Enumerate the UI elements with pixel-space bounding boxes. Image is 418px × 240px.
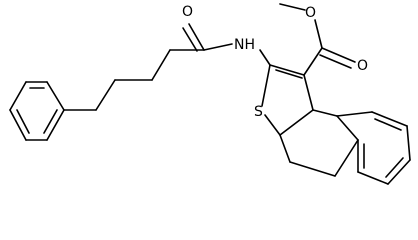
bond-double <box>188 23 205 51</box>
bond-inner <box>43 109 58 134</box>
bond <box>269 64 305 76</box>
structure-canvas: O NH O O S <box>9 3 411 185</box>
bond <box>9 109 27 141</box>
bond <box>303 74 314 111</box>
bond <box>9 81 27 111</box>
bond <box>371 111 408 127</box>
atom-o-ester-ether: O <box>305 5 316 21</box>
bond <box>259 49 271 66</box>
atom-s-thiophene: S <box>254 104 263 120</box>
bond <box>336 111 373 117</box>
bond <box>203 43 233 51</box>
bond-inner <box>275 69 303 79</box>
bond <box>261 64 271 107</box>
bond <box>336 115 359 141</box>
bond <box>312 109 338 117</box>
bond <box>303 47 323 76</box>
bond-inner <box>16 109 30 134</box>
bond <box>357 171 389 185</box>
bond-inner <box>374 118 402 131</box>
bond <box>95 79 116 111</box>
bond <box>387 159 411 185</box>
molecule-diagram: O NH O O S <box>9 3 411 185</box>
bond <box>279 134 291 163</box>
methyl-bond <box>279 3 306 11</box>
atom-o-ester-carbonyl: O <box>357 58 368 74</box>
bond-double <box>321 47 356 63</box>
atom-nh: NH <box>234 37 255 53</box>
bond <box>46 81 65 111</box>
bond <box>406 125 411 161</box>
bond-inner <box>385 157 404 178</box>
bond <box>279 109 314 136</box>
ester-group <box>279 3 356 76</box>
bond <box>334 139 359 177</box>
atom-o-amide: O <box>182 4 193 20</box>
phenyl-ring <box>9 81 65 141</box>
dihydro-bridge <box>279 134 359 177</box>
butanoyl-chain <box>63 23 271 111</box>
bond-double <box>319 54 352 69</box>
bond <box>264 114 281 136</box>
bond <box>46 109 65 141</box>
bond-double <box>182 27 198 52</box>
bond <box>151 49 171 81</box>
bond <box>314 19 323 49</box>
benzene-ring <box>312 109 411 185</box>
thiophene-ring <box>261 64 314 136</box>
bond <box>289 161 336 177</box>
